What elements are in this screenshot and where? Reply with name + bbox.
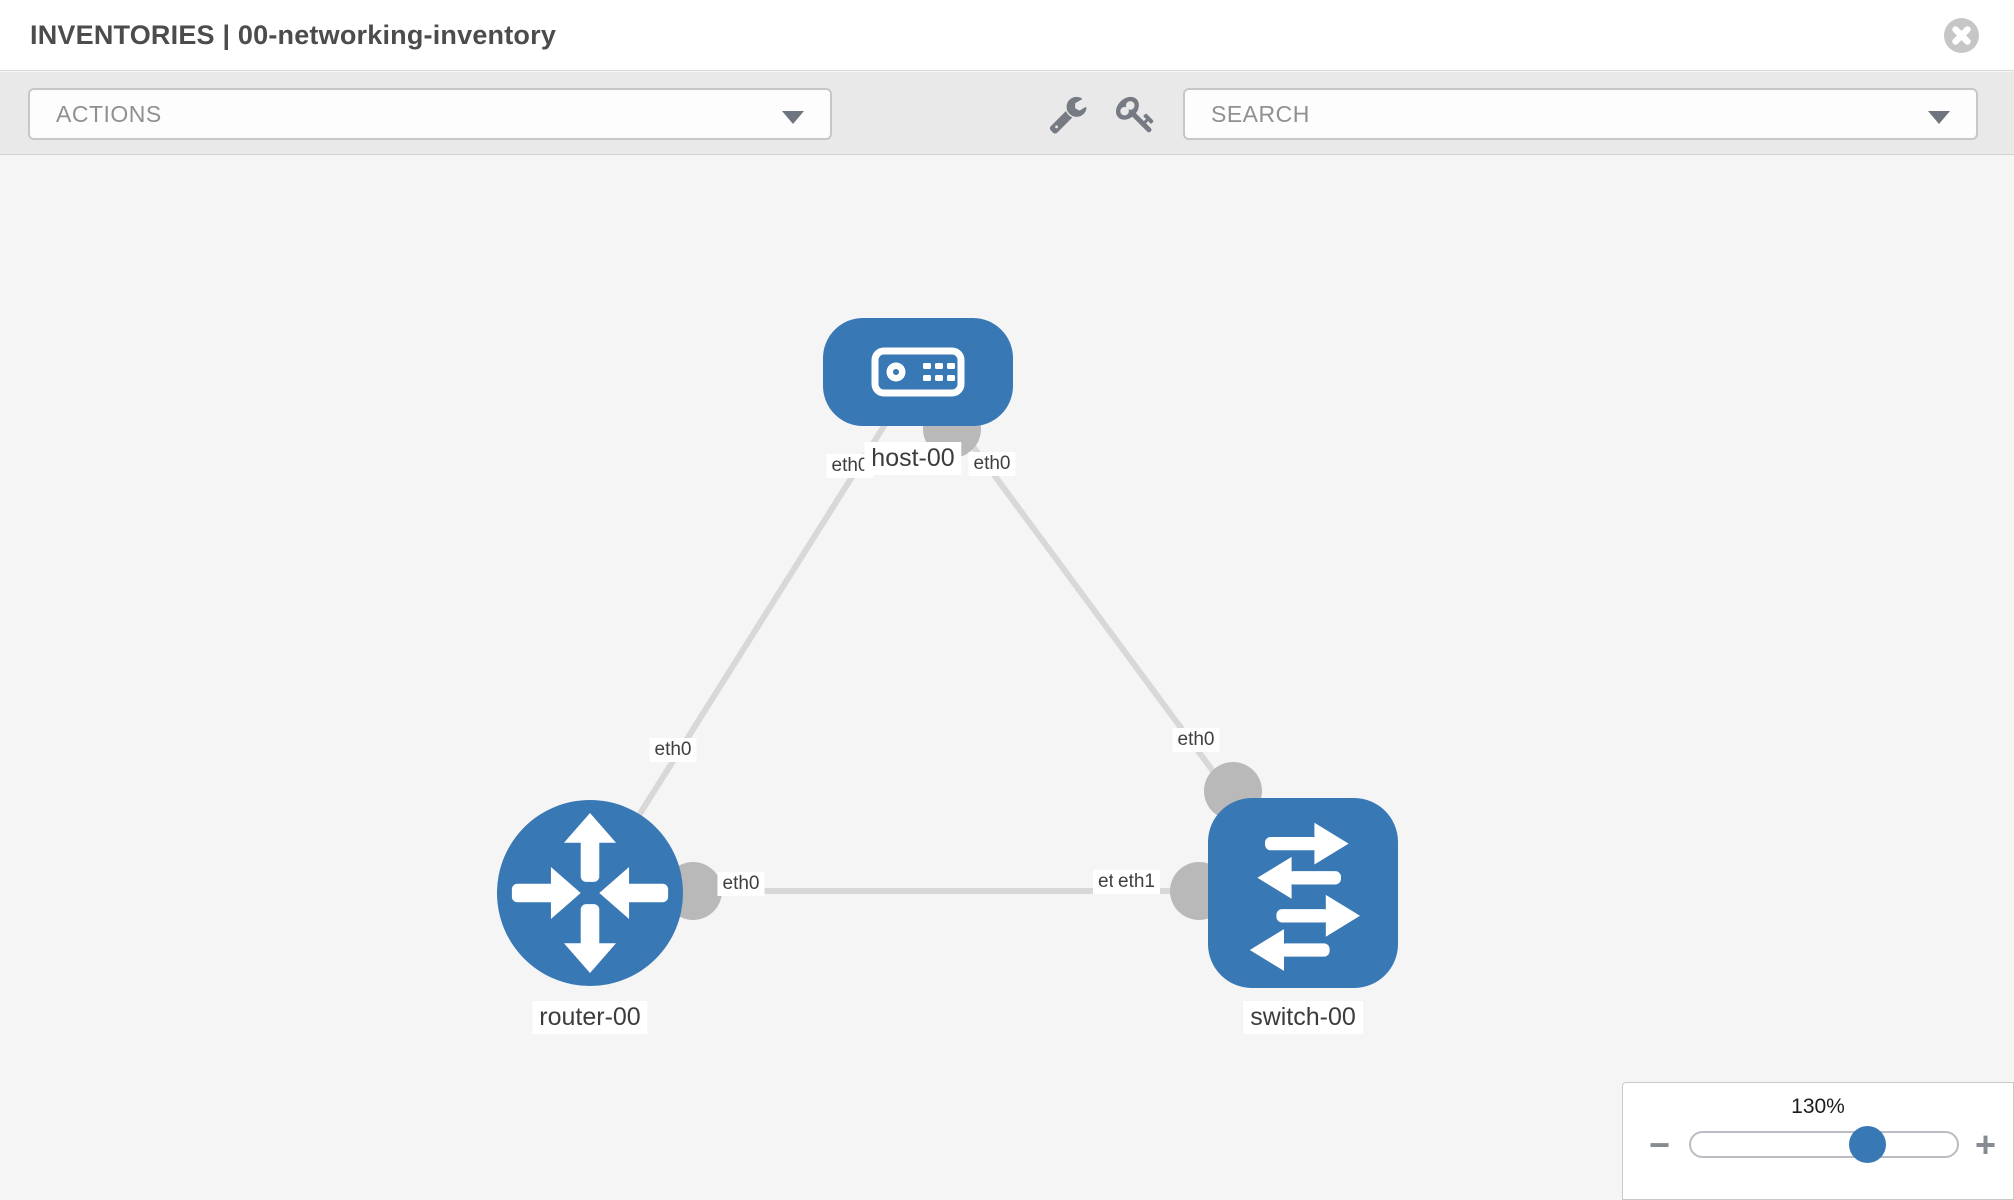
chevron-down-icon [782,111,804,124]
key-icon [1116,96,1156,138]
panel-header: INVENTORIES | 00-networking-inventory [0,0,2014,71]
iface-label-host-right: eth0 [968,452,1016,476]
node-label-host: host-00 [864,442,962,475]
zoom-out-button[interactable]: − [1649,1124,1671,1165]
actions-dropdown[interactable]: ACTIONS [28,88,832,140]
credentials-button[interactable] [1116,94,1156,134]
zoom-slider-thumb[interactable] [1849,1126,1886,1163]
iface-label-switch-left-over: eth1 [1113,870,1160,894]
page-title: INVENTORIES | 00-networking-inventory [30,20,557,50]
zoom-level-value: 130% [1791,1095,1845,1118]
node-router-00[interactable] [497,800,683,986]
toolbar: ACTIONS SEARCH [0,72,2014,155]
search-dropdown[interactable]: SEARCH [1183,88,1978,140]
iface-label-router-right: eth0 [717,872,765,896]
configure-button[interactable] [1048,94,1088,134]
node-label-router: router-00 [532,1001,648,1034]
switch-icon-node[interactable] [1208,798,1398,988]
wrench-icon [1048,96,1088,138]
topology-canvas[interactable]: host-00 router-00 switch-00 eth0 eth0 et… [0,156,2014,1200]
topology-links-layer [587,370,1306,920]
iface-label-router-top: eth0 [649,738,697,762]
chevron-down-icon [1928,111,1950,124]
zoom-slider[interactable] [1689,1126,1959,1163]
search-dropdown-label: SEARCH [1211,101,1310,127]
close-button[interactable] [1944,18,1979,53]
zoom-control-panel: 130% − + [1622,1082,2014,1200]
iface-label-switch-top: eth0 [1172,728,1220,752]
node-host-00[interactable] [823,318,1013,426]
actions-dropdown-label: ACTIONS [56,101,162,127]
node-label-switch: switch-00 [1243,1001,1363,1034]
zoom-in-button[interactable]: + [1975,1124,1997,1165]
